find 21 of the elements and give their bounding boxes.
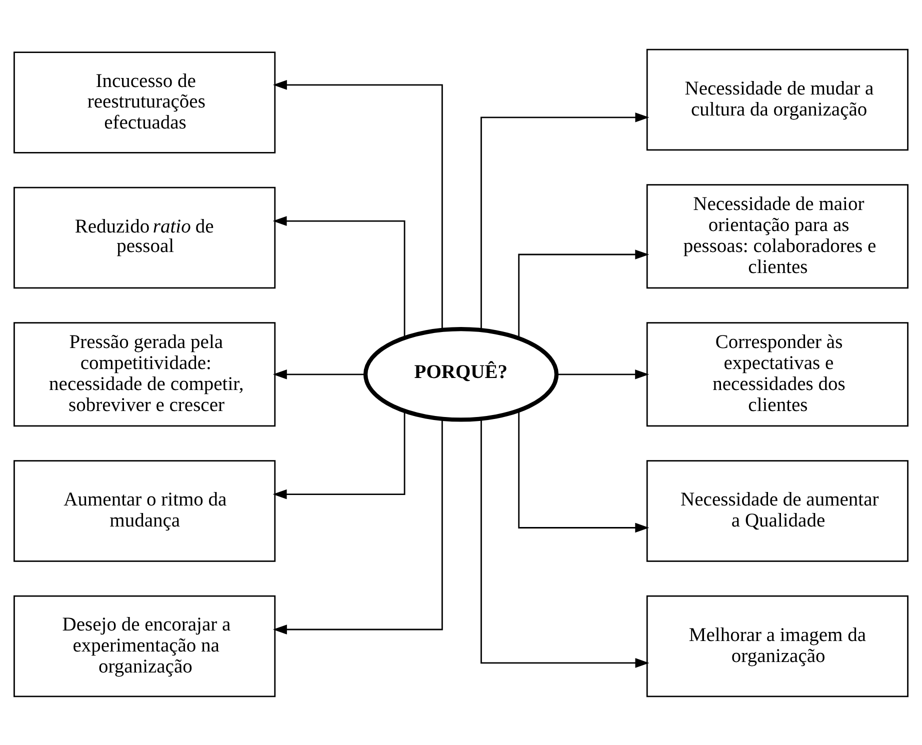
node-box: Melhorar a imagem da organização: [646, 594, 908, 697]
node-box: Aumentar o ritmo da mudança: [14, 460, 276, 562]
node-box: Desejo de encorajar a experimentação na organização: [14, 594, 276, 697]
arrow: [480, 418, 650, 668]
node-box: Necessidade de mudar a cultura da organização: [646, 48, 908, 150]
arrow: [480, 112, 650, 330]
node-box: Pressão gerada pela competitividade: necessidade de competir, sobreviver e crescer: [14, 322, 276, 426]
arrow: [272, 369, 366, 379]
arrow: [272, 80, 443, 330]
arrow: [518, 249, 650, 338]
arrow: [272, 410, 406, 499]
arrow: [518, 410, 650, 532]
node-box: Necessidade de maior orientação para as pessoas: colaboradores e clientes: [646, 184, 908, 288]
node-box: Reduzido ratio de pessoal: [14, 186, 276, 288]
arrow: [556, 369, 650, 379]
arrow: [272, 216, 406, 338]
arrow: [272, 418, 443, 634]
node-ellipse: PORQUÊ?: [363, 326, 559, 422]
node-box: Incucesso de reestruturações efectuadas: [14, 51, 276, 153]
node-box: Corresponder às expectativas e necessidades dos clientes: [646, 322, 908, 426]
node-box: Necessidade de aumentar a Qualidade: [646, 460, 908, 562]
